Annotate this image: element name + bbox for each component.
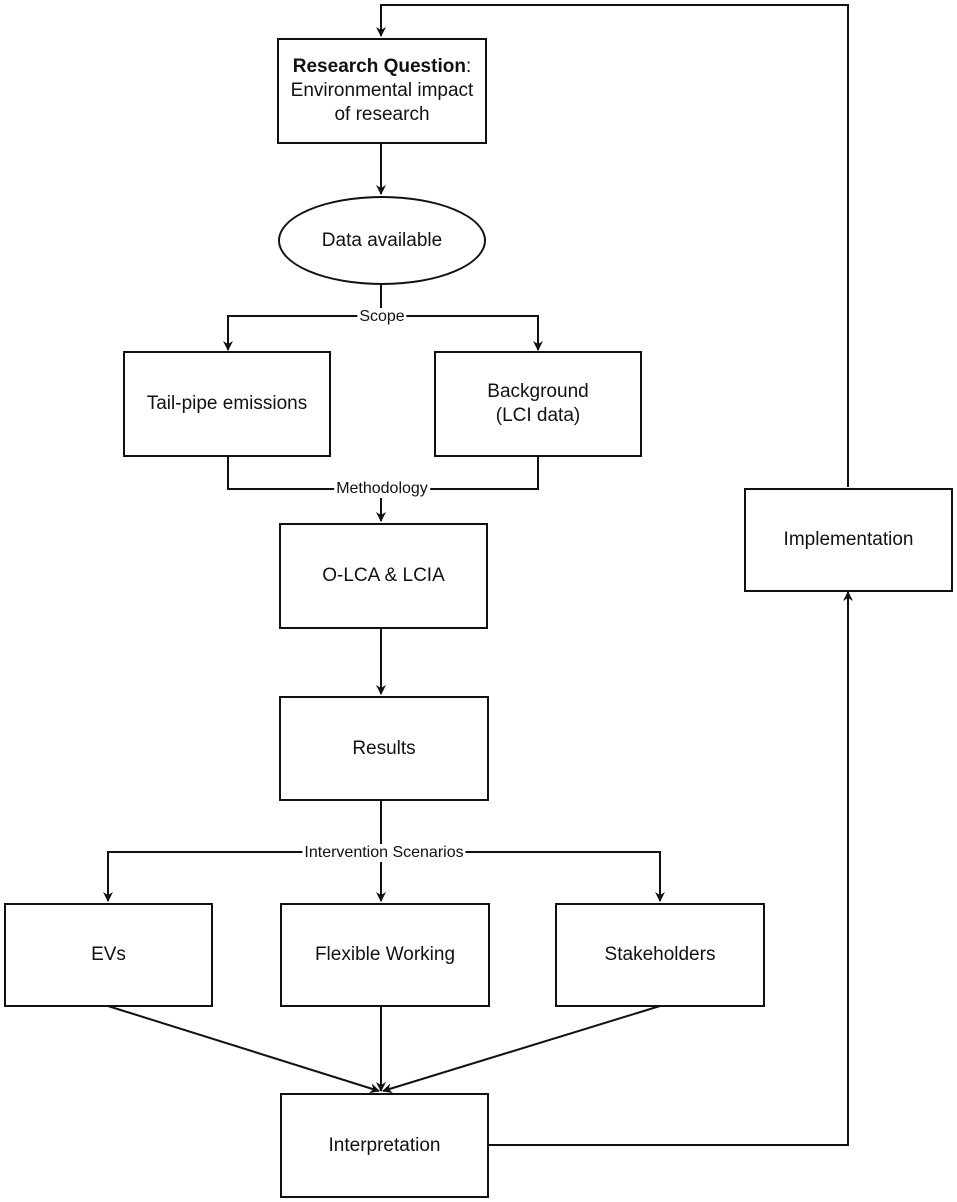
stakeholders-box: Stakeholders bbox=[555, 903, 765, 1007]
evs-label: EVs bbox=[91, 944, 126, 965]
interpretation-box: Interpretation bbox=[280, 1093, 489, 1198]
research-question-title: Research Question bbox=[292, 56, 466, 77]
background-line-1: Background bbox=[487, 381, 589, 402]
research-question-colon: : bbox=[465, 56, 472, 77]
edge-label-scope: Scope bbox=[357, 308, 407, 326]
flexible-working-label: Flexible Working bbox=[314, 944, 456, 965]
edge-data-to-background bbox=[381, 315, 543, 351]
data-available-ellipse: Data available bbox=[278, 196, 486, 285]
interpretation-label: Interpretation bbox=[328, 1134, 441, 1156]
data-available-label: Data available bbox=[321, 229, 443, 251]
edge-results-to-stakeholders bbox=[381, 851, 665, 902]
background-line-2: (LCI data) bbox=[495, 405, 581, 426]
evs-box: EVs bbox=[4, 903, 213, 1007]
tailpipe-emissions-box: Tail-pipe emissions bbox=[123, 351, 331, 457]
background-lci-box: Background (LCI data) bbox=[434, 351, 642, 457]
research-question-line-3: of research bbox=[334, 104, 430, 125]
implementation-label: Implementation bbox=[783, 529, 914, 550]
stakeholders-label: Stakeholders bbox=[604, 944, 716, 965]
edge-background-to-olca bbox=[381, 456, 539, 490]
edge-label-intervention-scenarios: Intervention Scenarios bbox=[302, 844, 466, 862]
olca-lcia-label: O-LCA & LCIA bbox=[322, 565, 445, 586]
edge-interpretation-to-implementation bbox=[488, 591, 853, 1146]
edge-evs-to-interpretation bbox=[107, 1005, 380, 1094]
edge-data-to-tailpipe bbox=[223, 285, 382, 351]
results-box: Results bbox=[279, 696, 489, 801]
research-question-box: Research Question: Environmental impact … bbox=[277, 38, 487, 144]
research-question-line-2: Environmental impact bbox=[290, 80, 474, 101]
tailpipe-emissions-label: Tail-pipe emissions bbox=[146, 393, 308, 414]
flexible-working-box: Flexible Working bbox=[280, 903, 490, 1007]
research-question-heading: Research Question: bbox=[293, 55, 471, 79]
edge-results-to-evs bbox=[103, 851, 381, 902]
olca-lcia-box: O-LCA & LCIA bbox=[279, 523, 488, 629]
edge-tailpipe-to-olca bbox=[227, 456, 386, 522]
edge-implementation-to-question bbox=[376, 4, 849, 487]
results-label: Results bbox=[352, 737, 416, 759]
implementation-box: Implementation bbox=[744, 488, 953, 592]
edge-stakeholders-to-interpretation bbox=[382, 1005, 661, 1094]
edge-label-methodology: Methodology bbox=[334, 480, 430, 498]
